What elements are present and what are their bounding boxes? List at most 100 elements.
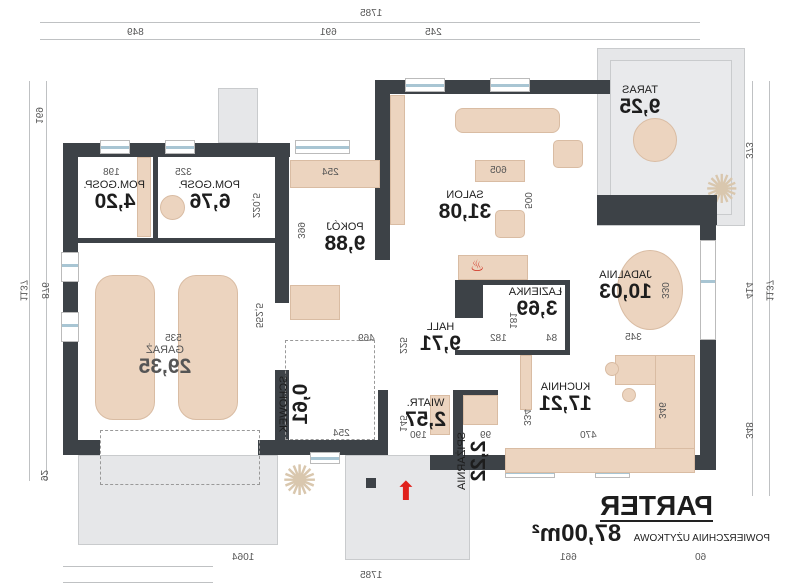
- dim-right-2: 348: [742, 422, 754, 439]
- armchair: [495, 210, 525, 238]
- chimney-step: [218, 88, 258, 143]
- sofa: [455, 108, 560, 133]
- window: [405, 78, 445, 92]
- dim-top-0: 849: [127, 27, 144, 38]
- area-label: POWIERZCHNIA UŻYTKOWA: [633, 533, 770, 544]
- wall: [453, 390, 463, 470]
- dim-inner: 346: [655, 402, 667, 419]
- dim-left-total: 1137: [17, 279, 29, 302]
- wall: [375, 80, 390, 260]
- dim-inner: 500: [521, 192, 533, 209]
- dim-inner: 469: [358, 333, 375, 344]
- area-summary: POWIERZCHNIA UŻYTKOWA 87,00m²: [490, 520, 770, 548]
- terrace-table: [633, 118, 677, 162]
- coffee-table: [475, 160, 525, 182]
- dim-inner: 225: [396, 337, 408, 354]
- shelf: [390, 95, 405, 225]
- car: [178, 275, 238, 420]
- wardrobe: [290, 285, 340, 320]
- dim-inner: 325: [175, 167, 192, 178]
- dim-line-top-total: [40, 22, 700, 23]
- dim-line-bottom: [63, 566, 213, 567]
- desk: [290, 160, 380, 188]
- dim-bottom-total: 1785: [360, 570, 383, 581]
- dim-line-right: [752, 81, 753, 496]
- window: [100, 140, 130, 154]
- dim-bottom-2: 60: [695, 552, 707, 563]
- chimney: [455, 280, 483, 318]
- shelf: [137, 157, 151, 237]
- entrance-porch: [345, 455, 470, 560]
- boiler: [160, 195, 185, 220]
- dim-inner: 605: [490, 165, 507, 176]
- dim-right-1: 414: [742, 282, 754, 299]
- window: [700, 240, 716, 340]
- dim-inner: 330: [658, 282, 670, 299]
- wall: [78, 238, 278, 243]
- dim-inner: 182: [490, 333, 507, 344]
- stool: [622, 388, 636, 402]
- kitchen-counter: [505, 448, 695, 473]
- dim-inner: 345: [625, 332, 642, 343]
- wall: [455, 280, 570, 285]
- wall: [700, 340, 716, 470]
- dim-line-right-total: [769, 81, 770, 496]
- plan-title: PARTER: [600, 490, 714, 522]
- dim-line-left-total: [29, 81, 30, 481]
- dim-bottom-0: 1064: [232, 552, 255, 563]
- dim-line-left: [46, 81, 47, 481]
- dim-inner: 181: [506, 312, 518, 329]
- dim-top-2: 245: [425, 27, 442, 38]
- dining-table: [617, 250, 683, 330]
- kitchen-counter: [655, 355, 695, 455]
- car: [95, 275, 155, 420]
- dim-inner: 254: [333, 428, 350, 439]
- dim-left-1: 876: [38, 282, 50, 299]
- kitchen-counter: [520, 355, 532, 410]
- area-value: 87,00m²: [531, 520, 622, 547]
- window: [310, 452, 340, 464]
- window: [490, 78, 530, 92]
- stairs: [285, 340, 375, 440]
- wall: [565, 280, 570, 355]
- driveway: [78, 455, 278, 545]
- dim-inner: 220,5: [250, 192, 262, 219]
- wall: [597, 195, 717, 225]
- dim-inner: 552,5: [253, 302, 265, 329]
- dim-line-top: [40, 39, 700, 40]
- room-wiatrolap: WIATR.2,57: [405, 397, 446, 431]
- garage-door: [100, 430, 260, 485]
- dim-top-total: 1785: [360, 8, 383, 19]
- plant-icon: ✺: [282, 457, 318, 504]
- wall: [453, 390, 498, 395]
- wall: [153, 157, 158, 242]
- wall: [275, 143, 289, 303]
- window: [61, 312, 79, 342]
- room-pom-gosp-1: POM.GOSP.4,20: [83, 179, 145, 213]
- dim-inner: 399: [294, 222, 306, 239]
- dim-top-1: 691: [320, 27, 337, 38]
- dim-inner: 535: [165, 333, 182, 344]
- wall: [63, 143, 78, 455]
- dim-bottom-1: 661: [560, 552, 577, 563]
- entrance-lamp: [366, 478, 376, 488]
- wall: [378, 390, 388, 455]
- entrance-arrow-icon: ⬆: [395, 476, 417, 506]
- dim-inner: 190: [410, 430, 427, 441]
- dim-line-bottom-total: [63, 582, 213, 583]
- stool: [605, 362, 619, 376]
- wall: [700, 200, 716, 240]
- room-pom-gosp-2: POM.GOSP.6,76: [178, 179, 240, 213]
- wall: [455, 350, 570, 355]
- dim-inner: 470: [580, 430, 597, 441]
- fireplace: [458, 255, 528, 280]
- wardrobe: [430, 395, 450, 435]
